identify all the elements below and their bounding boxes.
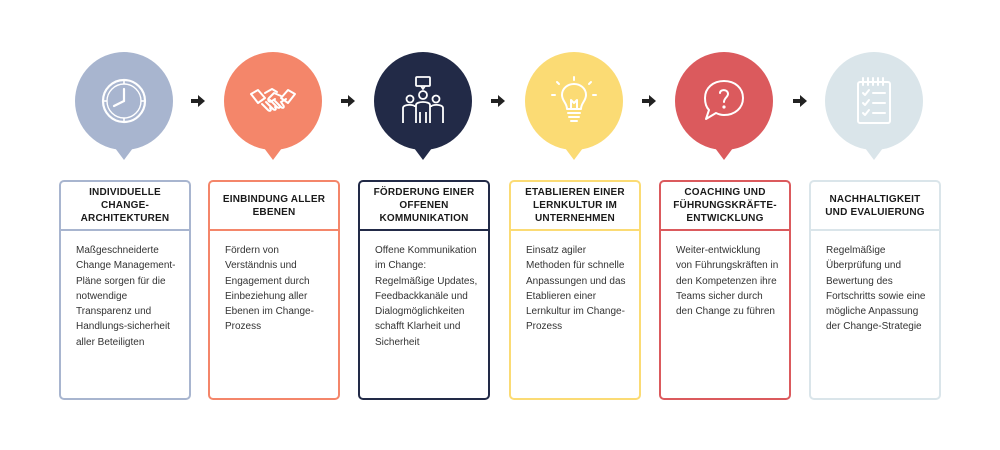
step-2-bubble [224, 52, 322, 160]
step-5-title: COACHING UND FÜHRUNGSKRÄFTE-ENTWICKLUNG [661, 182, 789, 231]
clock-icon [101, 78, 147, 124]
arrow-right-icon [793, 95, 807, 107]
step-1-bubble [75, 52, 173, 160]
step-2: EINBINDUNG ALLER EBENEN Fördern von Vers… [208, 0, 340, 450]
step-4-text: Einsatz agiler Methoden für schnelle Anp… [526, 245, 626, 333]
step-2-card: EINBINDUNG ALLER EBENEN Fördern von Vers… [208, 180, 340, 400]
step-1-text: Maßgeschneiderte Change Management-Pläne… [76, 245, 176, 348]
step-2-title: EINBINDUNG ALLER EBENEN [210, 182, 338, 231]
question-bubble-icon [704, 80, 744, 120]
step-6-bubble [825, 52, 923, 160]
handshake-icon [250, 88, 296, 112]
step-2-text: Fördern von Verständnis und Engagement d… [225, 245, 314, 333]
step-6-title: NACHHALTIGKEIT UND EVALUIERUNG [811, 182, 939, 231]
step-5-text: Weiter-entwicklung von Führungskräften i… [676, 245, 779, 318]
step-3: FÖRDERUNG EINER OFFENEN KOMMUNIKATION Of… [358, 0, 490, 450]
step-3-bubble [374, 52, 472, 160]
step-4-title: ETABLIEREN EINER LERNKULTUR IM UNTERNEHM… [511, 182, 639, 231]
step-5-bubble [675, 52, 773, 160]
checklist-icon [857, 77, 891, 124]
step-1-title: INDIVIDUELLE CHANGE-ARCHITEKTUREN [61, 182, 189, 231]
step-6-card: NACHHALTIGKEIT UND EVALUIERUNG Regelmäßi… [809, 180, 941, 400]
step-3-title: FÖRDERUNG EINER OFFENEN KOMMUNIKATION [360, 182, 488, 231]
step-5: COACHING UND FÜHRUNGSKRÄFTE-ENTWICKLUNG … [659, 0, 791, 450]
step-3-card: FÖRDERUNG EINER OFFENEN KOMMUNIKATION Of… [358, 180, 490, 400]
step-1-card: INDIVIDUELLE CHANGE-ARCHITEKTUREN Maßges… [59, 180, 191, 400]
arrow-right-icon [642, 95, 656, 107]
step-4-card: ETABLIEREN EINER LERNKULTUR IM UNTERNEHM… [509, 180, 641, 400]
step-4: ETABLIEREN EINER LERNKULTUR IM UNTERNEHM… [509, 0, 641, 450]
step-5-card: COACHING UND FÜHRUNGSKRÄFTE-ENTWICKLUNG … [659, 180, 791, 400]
step-6-text: Regelmäßige Überprüfung und Bewertung de… [826, 245, 926, 333]
step-6: NACHHALTIGKEIT UND EVALUIERUNG Regelmäßi… [809, 0, 941, 450]
arrow-right-icon [191, 95, 205, 107]
step-1: INDIVIDUELLE CHANGE-ARCHITEKTUREN Maßges… [59, 0, 191, 450]
lightbulb-icon [551, 76, 597, 122]
arrow-right-icon [341, 95, 355, 107]
step-4-bubble [525, 52, 623, 160]
step-3-text: Offene Kommunikation im Change: Regelmäß… [375, 245, 478, 348]
arrow-right-icon [491, 95, 505, 107]
group-speech-icon [402, 76, 444, 123]
